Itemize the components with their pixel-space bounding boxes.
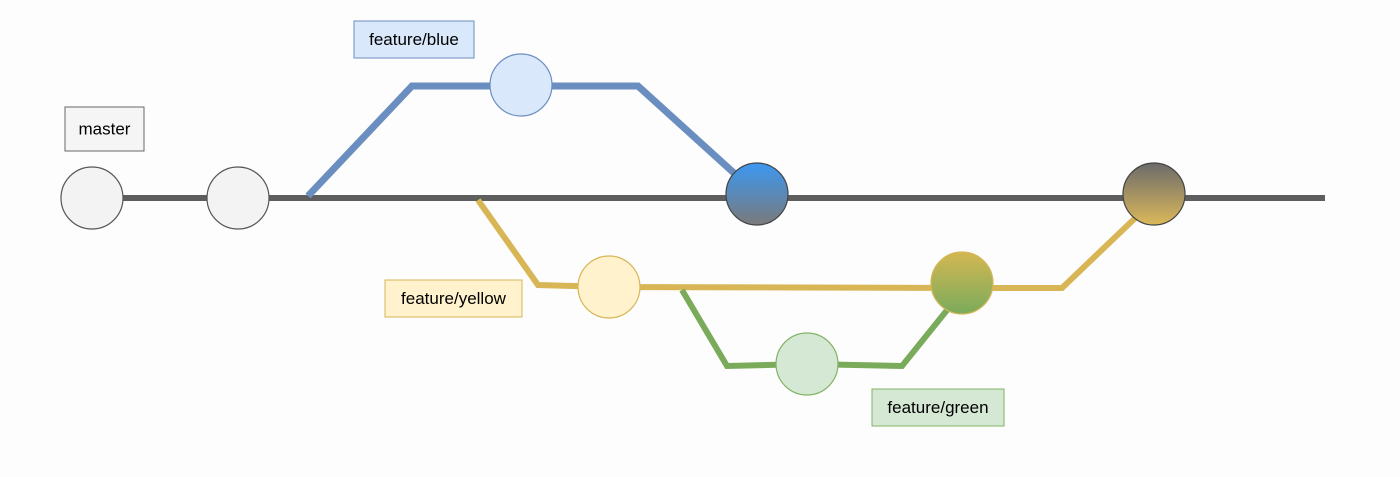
green-merge-commit: [930, 251, 994, 315]
yellow-commit: [577, 255, 641, 319]
label-feature-blue-text: feature/blue: [369, 30, 459, 49]
label-master: master: [64, 106, 145, 152]
label-feature-yellow: feature/yellow: [384, 279, 523, 318]
blue-commit: [489, 53, 553, 117]
label-feature-green: feature/green: [871, 388, 1005, 427]
blue-merge-commit: [725, 162, 789, 226]
green-commit: [775, 332, 839, 396]
label-master-text: master: [79, 120, 131, 139]
label-feature-green-text: feature/green: [887, 398, 988, 417]
branch-lines: [92, 82, 1325, 370]
label-feature-blue: feature/blue: [353, 20, 475, 59]
feature-yellow-branch-line: [475, 198, 1155, 291]
master-commit-1: [60, 166, 124, 230]
commits: [60, 53, 1186, 396]
master-commit-2: [206, 166, 270, 230]
yellow-merge-commit: [1122, 162, 1186, 226]
label-feature-yellow-text: feature/yellow: [401, 289, 507, 308]
